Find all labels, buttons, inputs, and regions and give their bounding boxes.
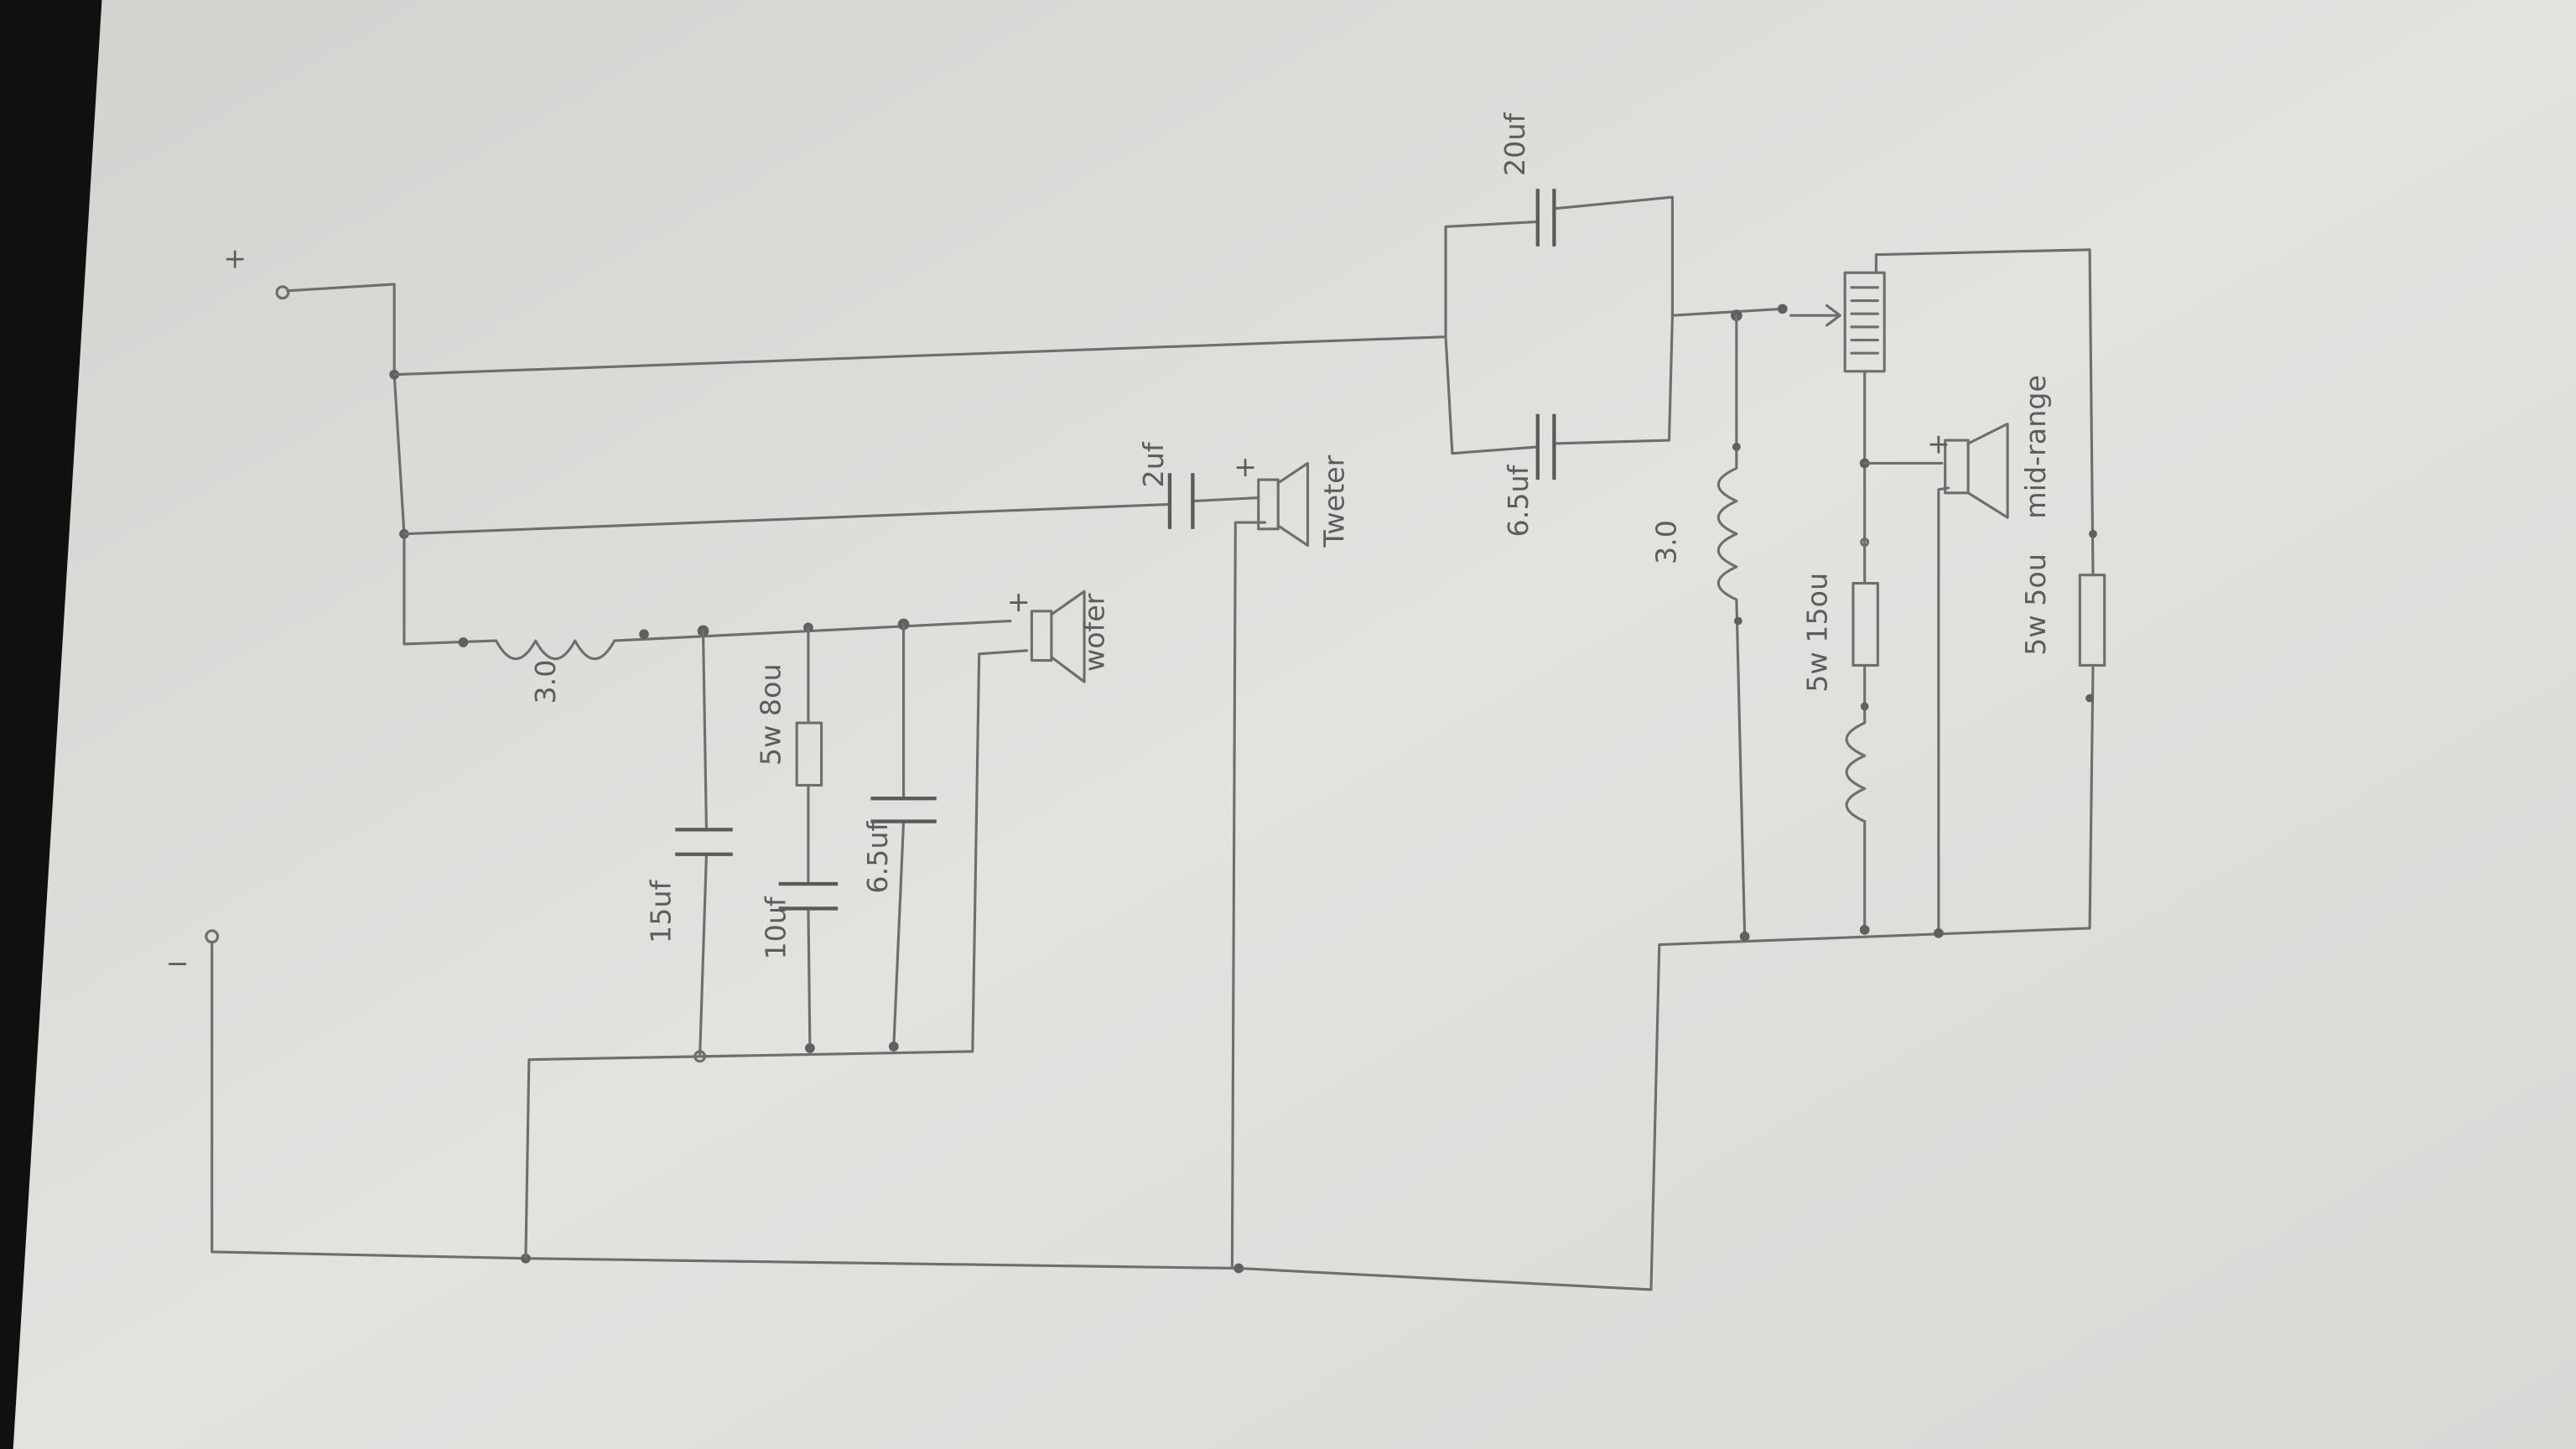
midrange-section: 20uf 6.5uf 3.0 5w 15ou 5w 5ou mid-range … bbox=[392, 112, 2106, 942]
woofer-inductor-label: 3.0 bbox=[529, 660, 562, 704]
tweeter-plus-mark: + bbox=[1233, 450, 1257, 483]
midrange-label: mid-range bbox=[2019, 375, 2052, 519]
cap-2uf-label: 2uf bbox=[1137, 441, 1170, 487]
midrange-speaker-icon bbox=[1944, 422, 2009, 519]
resistor-15ohm-label: 5w 15ou bbox=[1801, 573, 1834, 693]
woofer-label: wofer bbox=[1078, 593, 1111, 672]
tweeter-label: Tweter bbox=[1318, 454, 1351, 548]
negative-label: − bbox=[166, 947, 190, 979]
cap-6-5uf-label: 6.5uf bbox=[861, 821, 894, 894]
cap-10uf-label: 10uf bbox=[759, 896, 792, 959]
woofer-speaker-icon bbox=[1030, 589, 1086, 683]
midrange-plus-mark: + bbox=[1927, 428, 1950, 460]
woofer-plus-mark: + bbox=[1007, 585, 1031, 618]
cap-20uf-label: 20uf bbox=[1498, 112, 1531, 176]
positive-label: + bbox=[223, 242, 247, 274]
tweeter-section: 2uf Tweter + bbox=[402, 441, 1351, 1270]
paper-sheet bbox=[13, 0, 2576, 1449]
tweeter-speaker-icon bbox=[1257, 461, 1310, 548]
woofer-section: 3.0 15uf 10uf 5w 8ou 6.5uf wofer + bbox=[402, 585, 1111, 1260]
mid-inductor-label: 3.0 bbox=[1649, 520, 1682, 564]
cap-6-5uf-mid-label: 6.5uf bbox=[1502, 464, 1535, 537]
cap-15uf-label: 15uf bbox=[644, 879, 677, 943]
resistor-8ohm-label: 5w 8ou bbox=[755, 663, 787, 766]
resistor-5ohm-label: 5w 5ou bbox=[2019, 553, 2052, 656]
